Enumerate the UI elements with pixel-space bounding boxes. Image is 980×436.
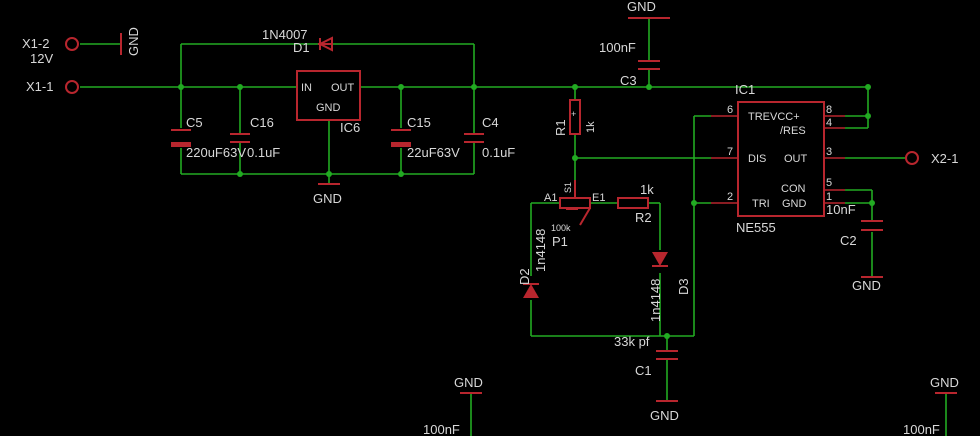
c15-value: 22uF63V (407, 145, 460, 160)
r1-plus: + (571, 109, 576, 119)
capacitor-c16: C16 0.1uF (230, 115, 280, 160)
gnd-label-left: GND (126, 27, 141, 56)
d1-label: D1 (293, 40, 310, 55)
gnd-label-c3: GND (627, 0, 656, 14)
pin-num-2: 2 (727, 191, 733, 203)
gnd-symbol-caps: GND (313, 183, 342, 206)
r1-label: R1 (553, 119, 568, 136)
r2-label: R2 (635, 210, 652, 225)
capacitor-c3: GND 100nF C3 (599, 0, 670, 88)
bottom-partial-left: GND 100nF (423, 375, 483, 436)
c2-label: C2 (840, 233, 857, 248)
pin-dis: DIS (748, 153, 766, 165)
c5-value: 220uF63V (186, 145, 246, 160)
c4-value: 0.1uF (482, 145, 515, 160)
gnd-symbol-left: GND (120, 27, 141, 56)
c5-label: C5 (186, 115, 203, 130)
gnd-label-c1: GND (650, 408, 679, 423)
timer-ic1: IC1 NE555 TREVCC+ /RES DIS OUT CON TRI G… (711, 82, 845, 235)
r2-value: 1k (640, 182, 654, 197)
r1-value: 1k (585, 121, 597, 133)
c4-label: C4 (482, 115, 499, 130)
c3-value: 100nF (599, 40, 636, 55)
pin-num-6: 6 (727, 104, 733, 116)
d3-label: D3 (676, 278, 691, 295)
d2-label: D2 (517, 268, 532, 285)
pin-tri: TRI (752, 198, 770, 210)
pin-out: OUT (784, 153, 808, 165)
diode-d3: 1n4148 D3 (648, 252, 691, 322)
ic1-label: IC1 (735, 82, 755, 97)
c1-label: C1 (635, 363, 652, 378)
potentiometer-p1: S1 A1 E1 100k P1 (544, 180, 605, 249)
c2-value: 10nF (826, 202, 856, 217)
diode-d2: D2 1n4148 (517, 229, 548, 298)
a1-label: A1 (544, 192, 557, 204)
pin-gnd: GND (782, 198, 807, 210)
c15-label: C15 (407, 115, 431, 130)
capacitor-c1: 33k pf C1 GND (614, 334, 679, 423)
d1-part: 1N4007 (262, 27, 308, 42)
c1-value: 33k pf (614, 334, 650, 349)
d3-part: 1n4148 (648, 279, 663, 322)
d2-part: 1n4148 (533, 229, 548, 272)
capacitor-c2: 10nF C2 GND (826, 202, 883, 293)
capacitor-c4: C4 0.1uF (464, 115, 515, 160)
gnd-label-caps: GND (313, 191, 342, 206)
wires (80, 18, 947, 436)
bottom-cap-right: 100nF (903, 422, 940, 436)
x1-2-voltage: 12V (30, 51, 53, 66)
pin-num-8: 8 (826, 104, 832, 116)
p1-label: P1 (552, 234, 568, 249)
x1-1-label: X1-1 (26, 79, 53, 94)
ic1-part: NE555 (736, 220, 776, 235)
pin-num-5: 5 (826, 177, 832, 189)
x1-2-label: X1-2 (22, 36, 49, 51)
resistor-r2: 1k R2 (617, 182, 654, 225)
pin-con: CON (781, 183, 806, 195)
ic6-label: IC6 (340, 120, 360, 135)
capacitor-c5: C5 220uF63V (171, 115, 246, 160)
connector-x2-1: X2-1 (905, 151, 958, 166)
pin-res: /RES (780, 125, 806, 137)
bottom-cap-left: 100nF (423, 422, 460, 436)
x2-1-label: X2-1 (931, 151, 958, 166)
p1-value: 100k (551, 223, 571, 233)
gnd-label-c2: GND (852, 278, 881, 293)
diode-d1: 1N4007 D1 (262, 27, 333, 55)
regulator-ic6: IN OUT GND IC6 (296, 70, 361, 135)
pin-num-1: 1 (826, 191, 832, 203)
c3-label: C3 (620, 73, 637, 88)
pin-num-3: 3 (826, 146, 832, 158)
gnd-label-bottom-right: GND (930, 375, 959, 390)
junctions (178, 84, 875, 339)
pin-num-4: 4 (826, 117, 832, 129)
resistor-r1: + R1 1k (553, 99, 597, 136)
bottom-partial-right: GND 100nF (903, 375, 959, 436)
c16-label: C16 (250, 115, 274, 130)
c16-value: 0.1uF (247, 145, 280, 160)
ic6-out: OUT (331, 82, 355, 94)
pin-num-7: 7 (727, 146, 733, 158)
connector-x1-1: X1-1 (26, 79, 79, 94)
connector-x1-2: X1-2 12V (22, 36, 79, 66)
gnd-label-bottom-left: GND (454, 375, 483, 390)
pin-tre-vcc: TREVCC+ (748, 111, 800, 123)
ic6-in: IN (301, 82, 312, 94)
capacitor-c15: C15 22uF63V (391, 115, 460, 160)
s1-label: S1 (563, 182, 573, 193)
e1-label: E1 (592, 192, 605, 204)
ic6-gnd: GND (316, 102, 341, 114)
